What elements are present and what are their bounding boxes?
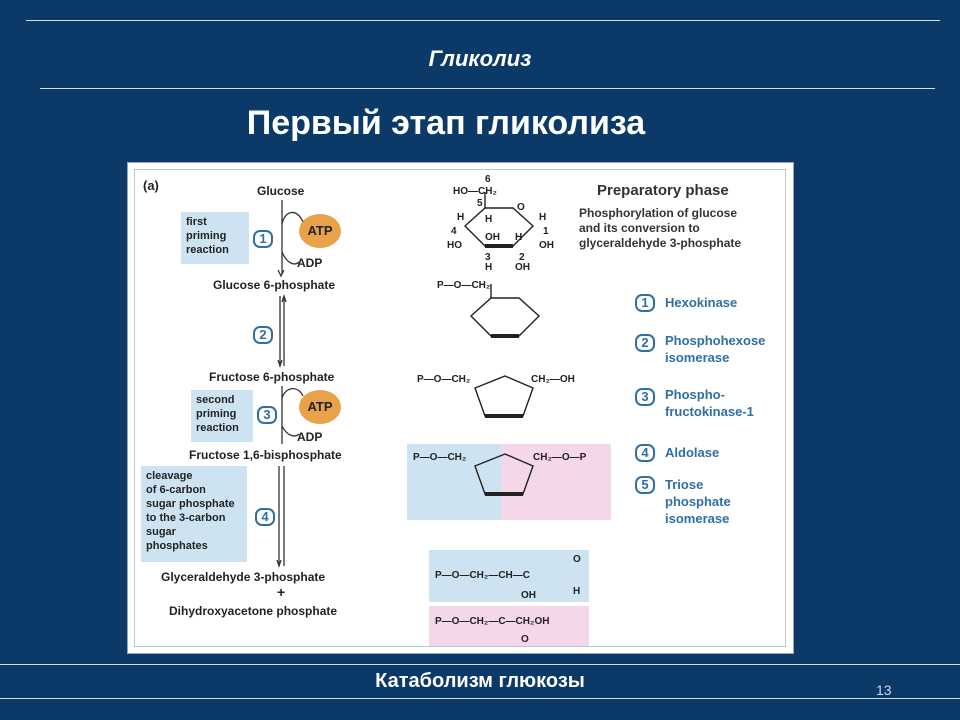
enzyme-5-badge: 5	[635, 476, 655, 494]
glucose-h3: H	[539, 212, 546, 223]
step-4-badge: 4	[255, 508, 275, 526]
glucose-c1: 1	[543, 226, 549, 237]
f16bp-pink-bg	[501, 444, 611, 520]
pathway-arrows	[276, 200, 304, 569]
enzyme-2-badge: 2	[635, 334, 655, 352]
glucose-c5: 5	[477, 198, 483, 209]
top-rule	[26, 20, 940, 21]
f6p-right-group: CH₂—OH	[531, 374, 575, 385]
atp-badge-1: ATP	[299, 214, 341, 248]
enzyme-1-label: Hexokinase	[665, 295, 738, 310]
gap-chain: P—O—CH₂—CH—C	[435, 570, 530, 581]
glucose-oh3: OH	[515, 262, 530, 273]
slide-title: Первый этап гликолиза	[246, 104, 646, 142]
dhap-o: O	[521, 634, 529, 645]
compound-g6p: Glucose 6-phosphate	[213, 278, 336, 292]
glucose-c3: 3	[485, 252, 491, 263]
g6p-ring	[469, 297, 541, 337]
glucose-ho: HO	[447, 240, 462, 251]
glucose-c6: 6	[485, 174, 491, 185]
dhap-chain: P—O—CH₂—C—CH₂OH	[435, 616, 549, 627]
dhap-structure-bg	[429, 606, 589, 646]
gap-h: H	[573, 586, 580, 597]
f16bp-right-group: CH₂—O—P	[533, 452, 587, 463]
enzyme-4-label: Aldolase	[665, 445, 720, 460]
gap-oh: OH	[521, 590, 536, 601]
glucose-h2: H	[485, 214, 492, 225]
enzyme-3-label: Phospho-fructokinase-1	[665, 387, 754, 419]
f6p-ring	[474, 375, 534, 417]
f16bp-left-group: P—O—CH₂	[413, 452, 466, 463]
enzyme-1-badge: 1	[635, 294, 655, 312]
step-1-badge: 1	[253, 230, 273, 248]
plus-sign: +	[277, 584, 286, 600]
adp-label-2: ADP	[297, 430, 323, 444]
gap-o: O	[573, 554, 581, 565]
footer-rule-bottom	[0, 698, 960, 699]
glucose-c6-group: HO—CH₂	[453, 186, 497, 197]
glucose-h4: H	[515, 232, 522, 243]
glucose-h1: H	[457, 212, 464, 223]
compound-glucose: Glucose	[257, 184, 305, 198]
atp-badge-2: ATP	[299, 390, 341, 424]
gap-structure-bg	[429, 550, 589, 602]
adp-label-1: ADP	[297, 256, 323, 270]
glucose-h5: H	[485, 262, 492, 273]
glucose-oh1: OH	[485, 232, 500, 243]
header-rule	[40, 88, 935, 89]
enzyme-3-badge: 3	[635, 388, 655, 406]
footer-rule-top	[0, 664, 960, 665]
header-title: Гликолиз	[428, 46, 532, 71]
footer-title: Катаболизм глюкозы	[375, 670, 585, 692]
compound-f16bp: Fructose 1,6-bisphosphate	[189, 448, 342, 462]
phase-title: Preparatory phase	[597, 182, 729, 199]
f6p-left-group: P—O—CH₂	[417, 374, 470, 385]
figure-label: (a)	[143, 178, 159, 193]
glucose-c2: 2	[519, 252, 525, 263]
glucose-ring-o: O	[517, 202, 525, 213]
glucose-oh2: OH	[539, 240, 554, 251]
compound-f6p: Fructose 6-phosphate	[209, 370, 335, 384]
g6p-group: P—O—CH₂	[437, 280, 490, 291]
step-2-badge: 2	[253, 326, 273, 344]
structures-drawing: 6 HO—CH₂ 5 O H H H 4 OH H 1 HO OH 3 H 2 …	[413, 174, 587, 645]
glucose-c4: 4	[451, 226, 457, 237]
f16bp-ring	[474, 453, 534, 495]
compound-dhap: Dihydroxyacetone phosphate	[169, 604, 338, 618]
compound-gap: Glyceraldehyde 3-phosphate	[161, 570, 326, 584]
step-3-badge: 3	[257, 406, 277, 424]
enzyme-4-badge: 4	[635, 444, 655, 462]
slide-number: 13	[876, 682, 892, 698]
